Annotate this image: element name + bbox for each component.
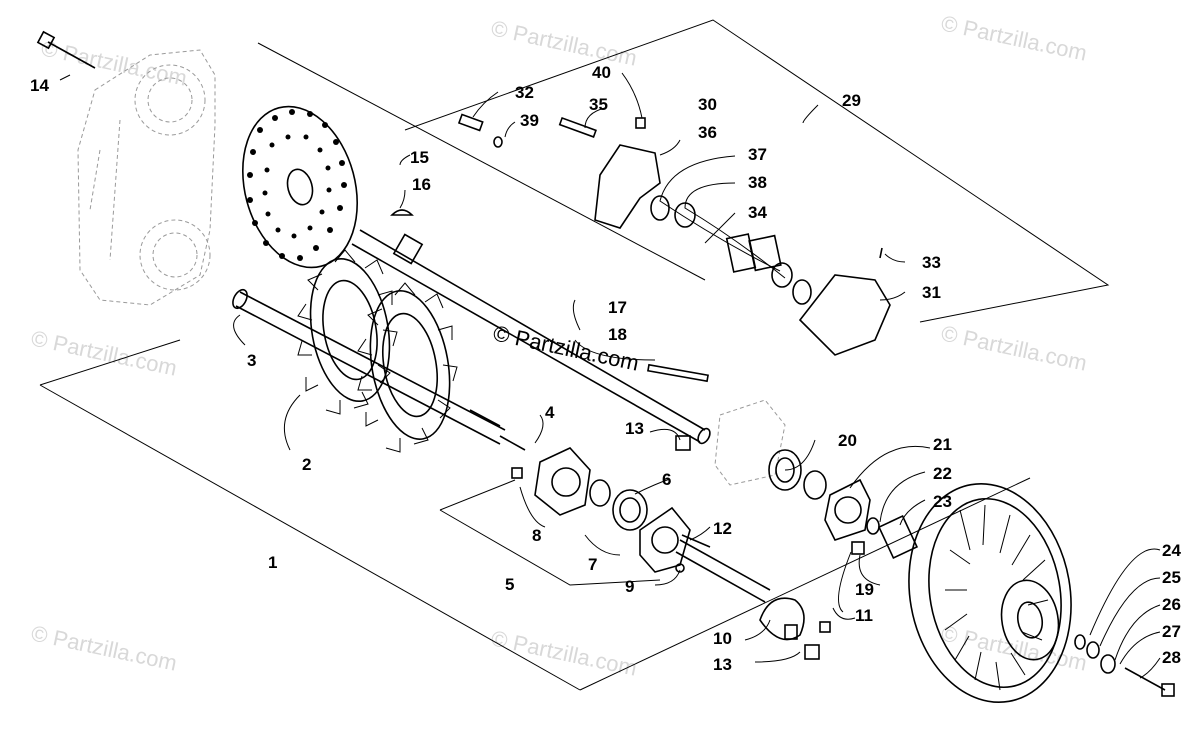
callout-39: 39 xyxy=(520,111,539,130)
callout-25: 25 xyxy=(1162,568,1181,587)
watermark: © Partzilla.com xyxy=(39,35,189,90)
callout-17: 17 xyxy=(608,298,627,317)
caliper-assembly-29 xyxy=(457,113,891,356)
bracket-line xyxy=(39,339,181,386)
callout-14: 14 xyxy=(30,76,49,95)
callout-8: 8 xyxy=(532,526,541,545)
flange-21 xyxy=(824,478,919,559)
callout-10: 10 xyxy=(713,629,732,648)
bearing-housing-5 xyxy=(511,447,691,573)
bracket-29 xyxy=(404,19,1110,323)
callout-28: 28 xyxy=(1162,648,1181,667)
callout-5: 5 xyxy=(505,575,514,594)
drive-shaft-3 xyxy=(232,288,506,445)
watermark: © Partzilla.com xyxy=(489,15,639,70)
callout-4: 4 xyxy=(545,403,555,422)
watermark: © Partzilla.com xyxy=(939,10,1089,65)
leader-lines xyxy=(59,72,1161,679)
bracket-5 xyxy=(439,509,661,586)
callout-18: 18 xyxy=(608,325,627,344)
callout-35: 35 xyxy=(589,95,608,114)
bracket-5 xyxy=(439,479,516,511)
callout-23: 23 xyxy=(933,492,952,511)
callout-13: 13 xyxy=(625,419,644,438)
callout-32: 32 xyxy=(515,83,534,102)
callout-21: 21 xyxy=(933,435,952,454)
callout-24: 24 xyxy=(1162,541,1181,560)
watermark: © Partzilla.com xyxy=(29,325,179,380)
callout-12: 12 xyxy=(713,519,732,538)
callout-9: 9 xyxy=(625,577,634,596)
callout-26: 26 xyxy=(1162,595,1181,614)
callout-38: 38 xyxy=(748,173,767,192)
callout-33: 33 xyxy=(922,253,941,272)
bracket-line xyxy=(579,477,1031,691)
shaft-17 xyxy=(351,229,711,445)
chaincase-housing xyxy=(77,49,216,306)
bolt-14 xyxy=(36,30,96,69)
watermark: © Partzilla.com xyxy=(939,320,1089,375)
callout-20: 20 xyxy=(838,431,857,450)
callout-labels: 1 2 3 4 5 6 7 8 9 10 11 12 13 13 14 15 1… xyxy=(30,63,1181,674)
bracket-line xyxy=(39,384,581,691)
nut-13 xyxy=(675,435,691,451)
callout-31: 31 xyxy=(922,283,941,302)
callout-19: 19 xyxy=(855,580,874,599)
driven-pulley xyxy=(908,482,1175,704)
callout-6: 6 xyxy=(662,470,671,489)
key-18 xyxy=(647,363,709,383)
callout-11: 11 xyxy=(855,606,873,625)
callout-13: 13 xyxy=(713,655,732,674)
fitting-4 xyxy=(499,435,526,451)
callout-22: 22 xyxy=(933,464,952,483)
callout-2: 2 xyxy=(302,455,311,474)
end-cap-10 xyxy=(675,539,831,660)
right-housing xyxy=(714,399,827,500)
key-16 xyxy=(390,209,414,216)
bracket-line xyxy=(257,42,706,281)
callout-7: 7 xyxy=(588,555,597,574)
callout-36: 36 xyxy=(698,123,717,142)
callout-30: 30 xyxy=(698,95,717,114)
brake-disc-15 xyxy=(241,105,359,269)
pin-12 xyxy=(681,534,711,548)
callout-3: 3 xyxy=(247,351,256,370)
callout-37: 37 xyxy=(748,145,767,164)
callout-34: 34 xyxy=(748,203,767,222)
watermark: © Partzilla.com xyxy=(29,620,179,675)
callout-29: 29 xyxy=(842,91,861,110)
callout-27: 27 xyxy=(1162,622,1181,641)
callout-15: 15 xyxy=(410,148,429,167)
callout-40: 40 xyxy=(592,63,611,82)
group-brackets xyxy=(39,19,1110,691)
callout-16: 16 xyxy=(412,175,431,194)
drive-sprockets-2 xyxy=(297,249,458,453)
callout-1: 1 xyxy=(268,553,277,572)
